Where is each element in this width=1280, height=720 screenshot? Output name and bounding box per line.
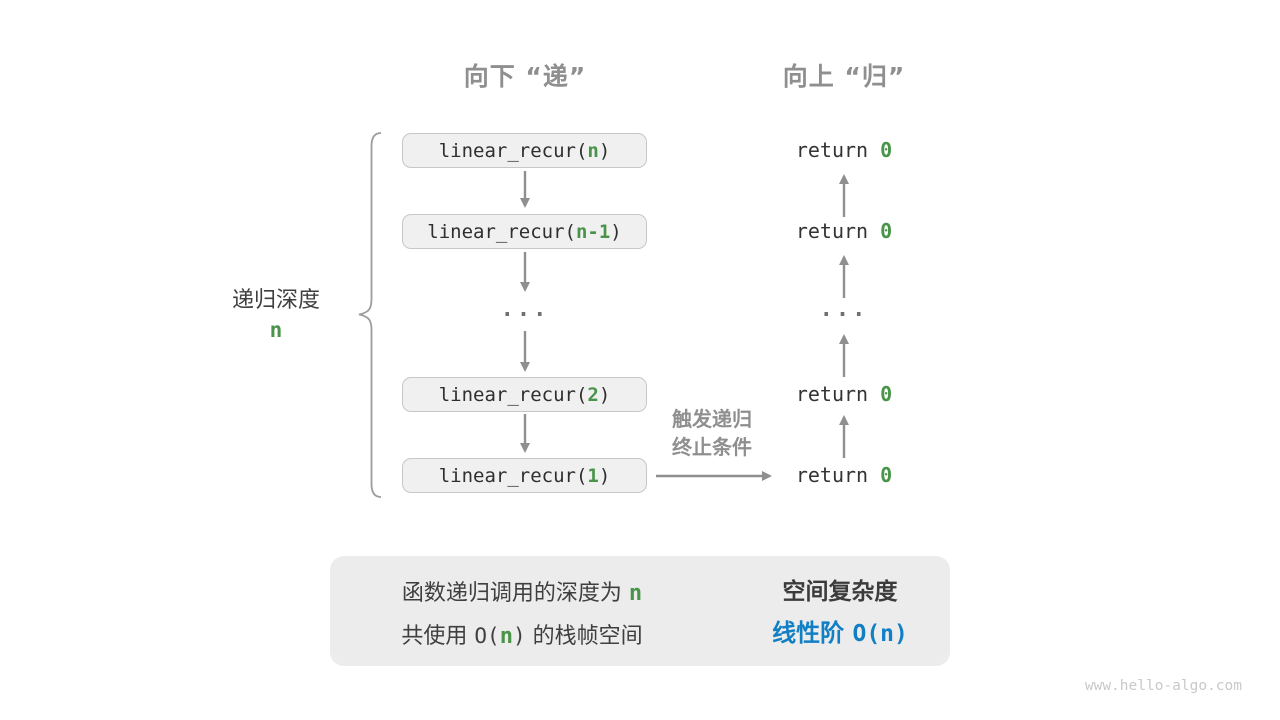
- call-box-2: linear_recur(2): [402, 377, 647, 412]
- depth-value: n: [269, 318, 283, 342]
- call-arg: n: [587, 139, 599, 162]
- return-keyword: return: [795, 463, 881, 487]
- return-statement: return 0: [744, 380, 944, 408]
- big-o-open: O(: [474, 624, 500, 648]
- return-statement: return 0: [744, 461, 944, 489]
- header-descend: 向下 “递”: [463, 62, 587, 91]
- summary-premise: 函数递归调用的深度为 n 共使用 O(n) 的栈帧空间: [330, 573, 714, 658]
- big-o-close: ): [512, 624, 526, 648]
- call-text: linear_recur(: [427, 220, 576, 243]
- return-keyword: return: [795, 382, 881, 406]
- call-box-1: linear_recur(1): [402, 458, 647, 493]
- depth-brace: [358, 132, 382, 498]
- conclusion-title: 空间复杂度: [782, 579, 898, 605]
- return-keyword: return: [795, 138, 881, 162]
- depth-label: 递归深度: [231, 288, 320, 313]
- call-box-n: linear_recur(n): [402, 133, 647, 168]
- return-value: 0: [880, 382, 893, 406]
- call-text: linear_recur(: [438, 383, 588, 406]
- ascend-ellipsis: ...: [819, 297, 869, 322]
- premise-line2: 共使用 O(n) 的栈帧空间: [330, 615, 714, 658]
- call-text: linear_recur(: [438, 139, 588, 162]
- base-case-line1: 触发递归: [672, 407, 752, 431]
- big-o-close: ): [894, 621, 908, 647]
- return-value: 0: [880, 138, 893, 162]
- big-o-open: O(: [852, 621, 881, 647]
- conclusion-grade: 线性阶 O(n): [738, 613, 942, 655]
- call-box-n-1: linear_recur(n-1): [402, 214, 647, 249]
- return-keyword: return: [795, 219, 881, 243]
- call-text: ): [610, 220, 622, 243]
- call-arg: 2: [587, 383, 599, 406]
- header-ascend: 向上 “归”: [782, 62, 906, 91]
- watermark: www.hello-algo.com: [1084, 678, 1242, 694]
- call-arg: n-1: [575, 220, 611, 243]
- return-statement: return 0: [744, 136, 944, 164]
- base-case-label: 触发递归 终止条件: [632, 405, 792, 461]
- premise-value: n: [499, 624, 513, 649]
- call-text: ): [598, 464, 611, 487]
- call-text: ): [598, 383, 611, 406]
- return-value: 0: [880, 219, 893, 243]
- descend-ellipsis: ...: [500, 297, 550, 322]
- premise-text: 的栈帧空间: [525, 624, 643, 649]
- premise-text: 函数递归调用的深度为: [401, 581, 629, 606]
- call-text: ): [598, 139, 611, 162]
- summary-conclusion: 空间复杂度 线性阶 O(n): [738, 572, 942, 655]
- grade-text: 线性阶: [772, 619, 853, 647]
- premise-text: 共使用: [401, 624, 475, 649]
- call-arg: 1: [587, 464, 599, 487]
- base-case-line2: 终止条件: [672, 435, 752, 459]
- premise-line1: 函数递归调用的深度为 n: [330, 573, 714, 615]
- summary-panel: [330, 556, 950, 666]
- call-text: linear_recur(: [438, 464, 588, 487]
- return-statement: return 0: [744, 217, 944, 245]
- grade-value: n: [880, 621, 895, 647]
- return-value: 0: [880, 463, 893, 487]
- premise-value: n: [628, 581, 643, 606]
